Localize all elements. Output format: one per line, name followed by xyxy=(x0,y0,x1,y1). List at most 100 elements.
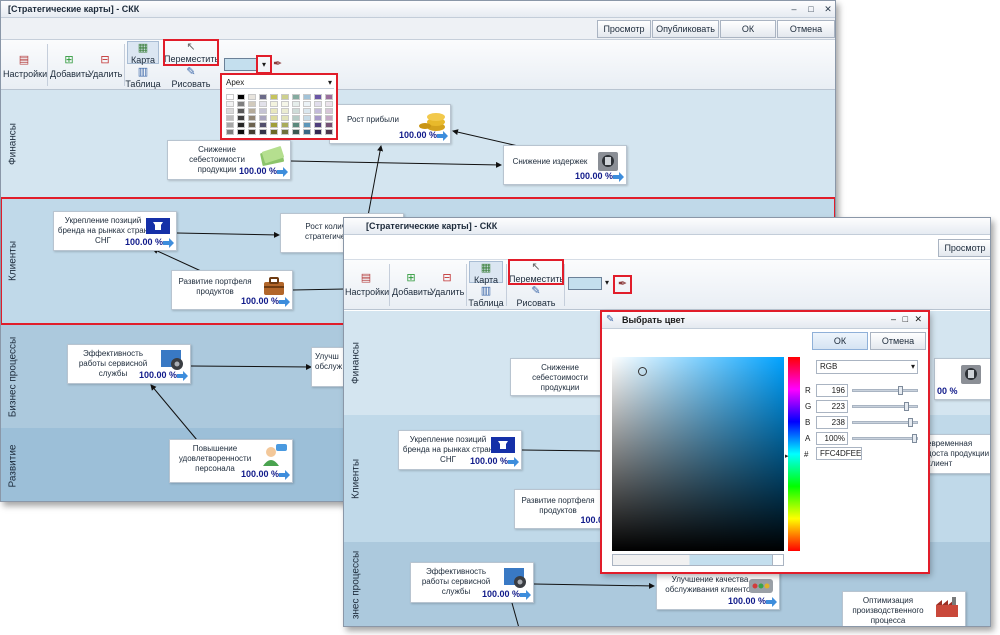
close-icon[interactable]: ✕ xyxy=(824,4,832,14)
palette-swatch[interactable] xyxy=(292,122,300,128)
palette-swatch[interactable] xyxy=(292,101,300,107)
delete-button[interactable]: ⊟ Удалить xyxy=(88,54,122,80)
table-button[interactable]: ▥ Таблица xyxy=(125,66,161,90)
palette-swatch[interactable] xyxy=(259,108,267,114)
palette-swatch[interactable] xyxy=(226,101,234,107)
palette-swatch[interactable] xyxy=(292,108,300,114)
palette-swatch[interactable] xyxy=(314,108,322,114)
node-cost-reduction-product[interactable]: Снижение себестоимости продукции 100.00 … xyxy=(167,140,291,180)
ok-button[interactable]: ОК xyxy=(720,20,776,38)
node-service-efficiency[interactable]: Эффективность работы сервисной службы 10… xyxy=(67,344,191,384)
palette-swatch[interactable] xyxy=(248,94,256,100)
palette-swatch[interactable] xyxy=(325,129,333,135)
channel-input[interactable]: 100% xyxy=(816,432,848,445)
color-spectrum-area[interactable] xyxy=(612,357,784,551)
settings-button[interactable]: ▤ Настройки xyxy=(345,272,389,298)
fill-color-swatch[interactable] xyxy=(568,277,602,290)
channel-slider[interactable] xyxy=(852,421,918,424)
palette-swatch[interactable] xyxy=(314,101,322,107)
palette-swatch[interactable] xyxy=(226,115,234,121)
palette-swatch[interactable] xyxy=(303,94,311,100)
map-button[interactable]: ▦ Карта xyxy=(127,41,159,65)
color-picker-handle[interactable] xyxy=(638,367,647,376)
palette-swatch[interactable] xyxy=(303,115,311,121)
palette-swatch[interactable] xyxy=(259,122,267,128)
delete-button[interactable]: ⊟ Удалить xyxy=(430,272,464,298)
palette-swatch[interactable] xyxy=(270,108,278,114)
palette-swatch[interactable] xyxy=(248,129,256,135)
palette-swatch[interactable] xyxy=(292,115,300,121)
fill-color-swatch[interactable] xyxy=(224,58,258,71)
close-icon[interactable]: ✕ xyxy=(914,314,922,324)
palette-swatch[interactable] xyxy=(325,108,333,114)
palette-swatch[interactable] xyxy=(281,122,289,128)
palette-swatch[interactable] xyxy=(314,122,322,128)
palette-swatch[interactable] xyxy=(237,94,245,100)
channel-slider-thumb[interactable] xyxy=(897,386,903,395)
palette-swatch[interactable] xyxy=(314,115,322,121)
settings-button[interactable]: ▤ Настройки xyxy=(3,54,47,80)
node-cost-reduction-product[interactable]: Снижение себестоимости продукции xyxy=(510,358,606,396)
hue-slider[interactable]: ▸ xyxy=(785,357,800,551)
palette-swatch[interactable] xyxy=(281,129,289,135)
palette-swatch[interactable] xyxy=(237,101,245,107)
palette-swatch[interactable] xyxy=(226,94,234,100)
color-dropdown-button[interactable]: ▾ xyxy=(256,55,272,74)
node-product-portfolio[interactable]: Развитие портфеля продуктов 100.0 xyxy=(514,489,606,529)
palette-swatch[interactable] xyxy=(259,115,267,121)
palette-swatch[interactable] xyxy=(259,94,267,100)
palette-swatch[interactable] xyxy=(303,108,311,114)
channel-input[interactable]: 196 xyxy=(816,384,848,397)
add-button[interactable]: ⊞ Добавить xyxy=(392,272,432,298)
palette-swatch[interactable] xyxy=(270,94,278,100)
table-button[interactable]: ▥ Таблица xyxy=(468,285,504,309)
channel-input[interactable]: 238 xyxy=(816,416,848,429)
channel-input[interactable]: 223 xyxy=(816,400,848,413)
hue-marker[interactable]: ▸ xyxy=(785,453,789,460)
node-brand-position[interactable]: Укрепление позиций бренда на рынках стра… xyxy=(53,211,177,251)
palette-swatch[interactable] xyxy=(237,115,245,121)
palette-swatch[interactable] xyxy=(281,115,289,121)
palette-swatch[interactable] xyxy=(325,115,333,121)
palette-swatch[interactable] xyxy=(281,108,289,114)
minimize-icon[interactable]: – xyxy=(791,4,797,14)
dialog-ok-button[interactable]: ОК xyxy=(812,332,868,350)
hex-input[interactable]: FFC4DFEE xyxy=(816,447,862,460)
palette-swatch[interactable] xyxy=(259,101,267,107)
palette-swatch[interactable] xyxy=(314,129,322,135)
palette-swatch[interactable] xyxy=(226,122,234,128)
palette-swatch[interactable] xyxy=(281,94,289,100)
maximize-icon[interactable]: □ xyxy=(902,314,908,324)
node-brand-position[interactable]: Укрепление позиций бренда на рынках стра… xyxy=(398,430,522,470)
eyedropper-icon[interactable]: ✒ xyxy=(273,58,283,70)
palette-swatch[interactable] xyxy=(292,129,300,135)
node-service-efficiency[interactable]: Эффективность работы сервисной службы 10… xyxy=(410,562,534,603)
palette-swatch[interactable] xyxy=(325,94,333,100)
node-profit-growth[interactable]: Рост прибыли 100.00 % xyxy=(329,104,451,144)
node-cost-reduction[interactable]: Снижение издержек 100.00 % xyxy=(503,145,627,185)
chevron-down-icon[interactable]: ▾ xyxy=(605,278,610,287)
palette-swatch[interactable] xyxy=(237,129,245,135)
palette-swatch[interactable] xyxy=(270,129,278,135)
palette-swatch[interactable] xyxy=(248,115,256,121)
palette-swatch[interactable] xyxy=(270,101,278,107)
dialog-cancel-button[interactable]: Отмена xyxy=(870,332,926,350)
node-timely-delivery-partial[interactable]: евременная доста продукции клиент xyxy=(924,434,990,474)
palette-swatch[interactable] xyxy=(248,108,256,114)
node-product-portfolio[interactable]: Рост количества стратегических к Развити… xyxy=(171,270,293,310)
palette-swatch[interactable] xyxy=(226,129,234,135)
palette-swatch[interactable] xyxy=(325,122,333,128)
node-service-quality[interactable]: Улучшение качества обслуживания клиентов… xyxy=(656,570,780,610)
preview-button[interactable]: Просмотр xyxy=(597,20,651,38)
move-button[interactable]: ↖ Переместить xyxy=(163,39,219,66)
palette-swatch[interactable] xyxy=(248,101,256,107)
channel-slider-thumb[interactable] xyxy=(912,434,917,443)
draw-button[interactable]: ✎ Рисовать xyxy=(512,285,560,309)
node-production-optimization[interactable]: Оптимизация производственного процесса xyxy=(842,591,966,626)
channel-slider-thumb[interactable] xyxy=(903,402,909,411)
palette-swatch[interactable] xyxy=(270,115,278,121)
channel-slider[interactable] xyxy=(852,405,918,408)
palette-swatch[interactable] xyxy=(226,108,234,114)
move-button[interactable]: ↖ Переместить xyxy=(508,259,564,285)
preview-button[interactable]: Просмотр xyxy=(938,239,990,257)
